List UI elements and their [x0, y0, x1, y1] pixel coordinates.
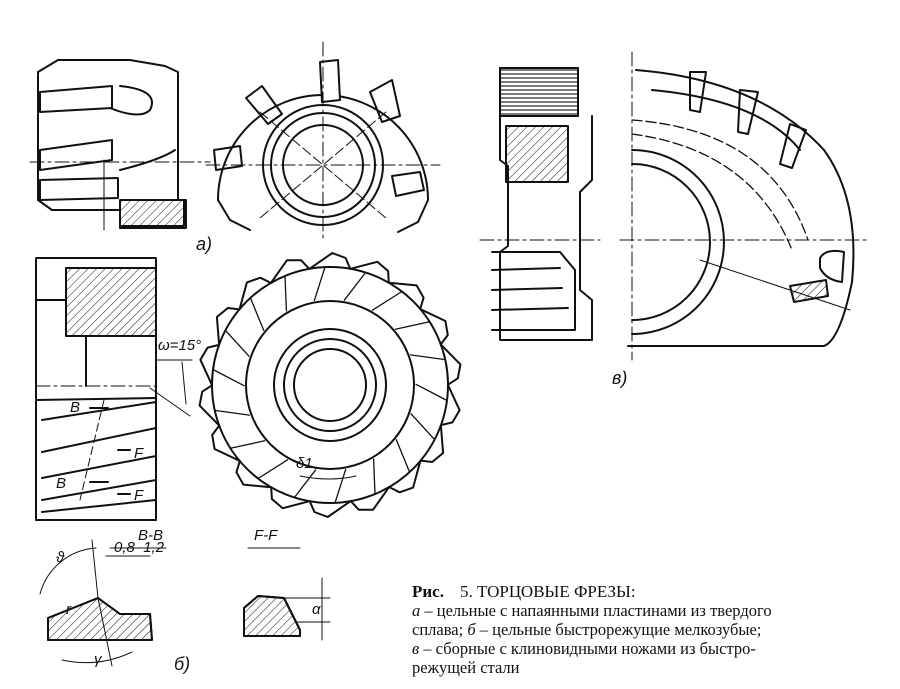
- caption-text-2: сплава;: [412, 620, 468, 639]
- tooth: [270, 486, 311, 510]
- tooth: [270, 259, 311, 284]
- caption-key-v: в: [412, 639, 420, 658]
- section-mark-b-lower: B: [56, 475, 66, 492]
- tooth-flute: [371, 290, 403, 311]
- tooth: [199, 343, 220, 386]
- caption-key-b: б: [467, 620, 476, 639]
- alpha-angle-label: α: [312, 601, 321, 618]
- tooth-flute: [334, 468, 347, 504]
- tooth: [439, 343, 462, 386]
- theta-angle-label: ϑ: [56, 549, 65, 566]
- tooth-flute: [343, 271, 367, 301]
- caption-text-3: – сборные с клиновидными ножами из быстр…: [419, 639, 756, 658]
- caption-line-2: сплава; б – цельные быстрорежущие мелкоз…: [412, 620, 892, 639]
- label-b: б): [174, 654, 190, 674]
- tooth: [419, 308, 449, 346]
- tooth-flute: [395, 439, 411, 473]
- tooth-flute: [372, 458, 376, 495]
- tooth: [419, 424, 445, 463]
- radius-label: r: [66, 601, 72, 618]
- tooth: [440, 384, 461, 427]
- tooth: [215, 307, 241, 346]
- tooth-flute: [313, 266, 326, 302]
- omega-angle-label: ω=15°: [158, 337, 201, 354]
- gamma-angle-label: γ: [94, 651, 103, 668]
- tooth-flute: [284, 275, 288, 312]
- section-mark-f-lower: F: [134, 487, 144, 504]
- figure-caption: Рис. 5. ТОРЦОВЫЕ ФРЕЗЫ: а – цельные с нап…: [412, 582, 892, 677]
- cutter-b-teeth: [198, 252, 462, 518]
- caption-text-1: – цельные с напаянными пластинами из тве…: [420, 601, 772, 620]
- caption-text-2b: – цельные быстрорежущие мелкозубые;: [475, 620, 762, 639]
- caption-line-3: в – сборные с клиновидными ножами из быс…: [412, 639, 892, 658]
- section-b-b-title: B-B: [138, 527, 163, 544]
- section-f-f-title: F-F: [254, 527, 278, 544]
- tooth: [308, 252, 352, 270]
- section-f-f: [243, 547, 331, 641]
- tooth-flute: [214, 409, 251, 416]
- tooth-flute: [249, 297, 265, 331]
- tooth: [349, 260, 390, 284]
- tooth-flute: [410, 413, 436, 441]
- tooth: [388, 459, 422, 494]
- section-mark-f-upper: F: [134, 445, 144, 462]
- cutter-b-side-view: [35, 257, 193, 521]
- delta-angle-label: δ1: [296, 455, 313, 472]
- tooth-flute: [409, 354, 446, 361]
- caption-title: 5. ТОРЦОВЫЕ ФРЕЗЫ:: [459, 582, 636, 601]
- label-v: в): [612, 368, 627, 388]
- cutter-b-front-view: [211, 266, 449, 504]
- tooth: [388, 281, 425, 310]
- caption-line-1: а – цельные с напаянными пластинами из т…: [412, 601, 892, 620]
- label-a: а): [196, 234, 212, 254]
- caption-title-line: Рис. 5. ТОРЦОВЫЕ ФРЕЗЫ:: [412, 582, 892, 601]
- cutter-v-front-view: [619, 51, 871, 361]
- cutter-a-side-view: [29, 59, 211, 231]
- section-mark-b-upper: B: [70, 399, 80, 416]
- tooth-flute: [415, 383, 448, 402]
- tooth: [211, 424, 241, 462]
- tooth: [238, 276, 272, 311]
- caption-prefix: Рис.: [412, 582, 444, 601]
- tooth: [198, 384, 221, 427]
- tooth-flute: [212, 368, 245, 387]
- tooth-flute: [224, 329, 250, 357]
- section-b-b: [39, 539, 167, 667]
- tooth-flute: [257, 459, 289, 480]
- cutter-v-side-view: [479, 67, 601, 341]
- caption-key-a: а: [412, 601, 421, 620]
- cutter-a-front-view: [205, 41, 441, 241]
- tooth: [235, 460, 272, 489]
- tooth-flute: [293, 469, 317, 499]
- angle-arc-delta: [299, 475, 357, 480]
- caption-line-4: режущей стали: [412, 658, 520, 677]
- edge-width-label: 0,8–1,2: [114, 539, 165, 556]
- tooth-flute: [394, 321, 431, 330]
- tooth: [308, 500, 352, 518]
- tooth: [349, 486, 390, 511]
- tooth-flute: [229, 440, 266, 449]
